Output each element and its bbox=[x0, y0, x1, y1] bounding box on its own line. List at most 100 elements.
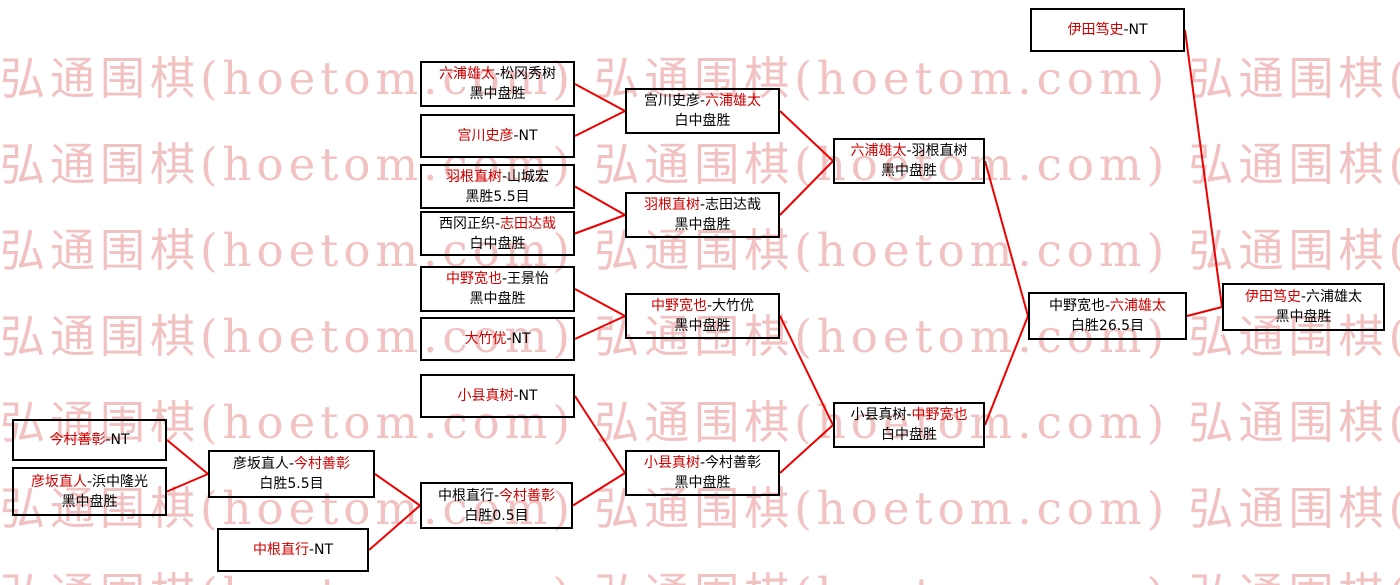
bracket-connector bbox=[574, 185, 626, 216]
match-result: 黑中盘胜 bbox=[675, 316, 731, 336]
bracket-connector bbox=[574, 395, 626, 474]
bracket-connector bbox=[984, 315, 1029, 426]
match-text: 西冈正织- bbox=[438, 215, 501, 232]
bracket-connector bbox=[574, 214, 626, 235]
bracket-connector bbox=[1186, 306, 1223, 317]
match-text: -今村善彰 bbox=[699, 455, 762, 471]
match-box-mutsuura_matsuoka: 六浦雄太-松冈秀树黑中盘胜 bbox=[420, 61, 575, 107]
match-result: 黑中盘胜 bbox=[1276, 307, 1332, 327]
winner-name: 小县真树 bbox=[643, 455, 700, 471]
match-box-otake_nt: 大竹优-NT bbox=[420, 317, 575, 361]
match-players: 伊田笃史-六浦雄太 bbox=[1245, 287, 1362, 307]
winner-name: 大竹优 bbox=[464, 331, 507, 347]
match-text: 黑中盘胜 bbox=[674, 318, 731, 334]
match-box-nakane_nt: 中根直行-NT bbox=[217, 528, 369, 572]
match-text: -王景怡 bbox=[501, 271, 550, 287]
match-box-nishioka_shida: 西冈正织-志田达哉白中盘胜 bbox=[420, 211, 575, 256]
bracket-connector bbox=[166, 439, 209, 475]
match-box-imamura_nt: 今村善彰-NT bbox=[12, 419, 167, 461]
match-box-nakano_mutsuura: 中野宽也-六浦雄太白胜26.5目 bbox=[1028, 292, 1187, 340]
match-text: -大竹优 bbox=[706, 298, 755, 314]
match-result: 白中盘胜 bbox=[470, 234, 526, 254]
bracket-connector bbox=[572, 472, 626, 507]
bracket-connector bbox=[1184, 29, 1223, 308]
winner-name: 羽根直树 bbox=[445, 168, 502, 185]
bracket-connector bbox=[166, 473, 209, 493]
winner-name: 今村善彰 bbox=[294, 456, 351, 472]
winner-name: 伊田笃史 bbox=[1244, 289, 1301, 305]
winner-name: 六浦雄太 bbox=[850, 143, 907, 159]
match-text: 宫川史彦- bbox=[643, 93, 706, 109]
match-text: -羽根直树 bbox=[906, 143, 968, 159]
match-players: 伊田笃史-NT bbox=[1067, 20, 1147, 40]
winner-name: 宫川史彦 bbox=[457, 128, 514, 144]
bracket-connector bbox=[779, 110, 834, 162]
match-text: -NT bbox=[513, 388, 538, 404]
bracket-connector bbox=[779, 160, 834, 216]
match-text: -松冈秀树 bbox=[494, 66, 557, 82]
match-text: -六浦雄太 bbox=[1300, 289, 1363, 305]
bracket-connector bbox=[574, 288, 626, 317]
match-text: -志田达哉 bbox=[699, 197, 762, 213]
match-result: 白中盘胜 bbox=[881, 425, 937, 445]
match-text: 中根直行- bbox=[437, 487, 500, 504]
match-text: 黑中盘胜 bbox=[674, 475, 731, 491]
match-box-nakano_wang: 中野宽也-王景怡黑中盘胜 bbox=[420, 266, 575, 312]
match-box-hikosaka_imamura: 彦坂直人-今村善彰白胜5.5目 bbox=[208, 450, 375, 498]
match-players: 大竹优-NT bbox=[464, 329, 530, 349]
match-box-nakane_imamura: 中根直行-今村善彰白胜0.5目 bbox=[420, 482, 573, 529]
match-result: 黑中盘胜 bbox=[470, 84, 526, 104]
match-result: 白中盘胜 bbox=[675, 111, 731, 131]
match-box-mutsuura_hane: 六浦雄太-羽根直树黑中盘胜 bbox=[833, 138, 985, 184]
match-result: 黑中盘胜 bbox=[675, 215, 731, 235]
winner-name: 羽根直树 bbox=[643, 197, 700, 213]
match-text: 黑中盘胜 bbox=[674, 217, 731, 233]
winner-name: 伊田笃史 bbox=[1067, 22, 1124, 38]
match-result: 黑胜5.5目 bbox=[465, 187, 529, 207]
match-text: 白胜5.5目 bbox=[259, 476, 324, 492]
match-players: 羽根直树-志田达哉 bbox=[644, 195, 761, 215]
match-players: 中野宽也-王景怡 bbox=[446, 269, 549, 289]
match-players: 宫川史彦-六浦雄太 bbox=[644, 91, 761, 111]
match-text: -NT bbox=[513, 128, 538, 144]
match-players: 中根直行-今村善彰 bbox=[438, 486, 555, 506]
match-box-hikosaka_hamanaka: 彦坂直人-浜中隆光黑中盘胜 bbox=[12, 467, 167, 516]
match-result: 黑中盘胜 bbox=[62, 492, 118, 512]
match-text: 黑中盘胜 bbox=[469, 291, 526, 307]
match-players: 六浦雄太-松冈秀树 bbox=[439, 64, 556, 84]
match-players: 小县真树-今村善彰 bbox=[644, 453, 761, 473]
winner-name: 今村善彰 bbox=[49, 432, 106, 448]
match-players: 羽根直树-山城宏 bbox=[446, 167, 549, 187]
match-text: -山城宏 bbox=[501, 168, 550, 185]
match-result: 白胜26.5目 bbox=[1071, 316, 1144, 336]
match-text: 白中盘胜 bbox=[469, 235, 526, 252]
match-text: 黑中盘胜 bbox=[881, 163, 937, 179]
match-players: 今村善彰-NT bbox=[49, 430, 129, 450]
match-text: 白中盘胜 bbox=[881, 427, 937, 443]
match-box-nakano_otake: 中野宽也-大竹优黑中盘胜 bbox=[625, 293, 780, 339]
match-text: 中野宽也- bbox=[1048, 298, 1111, 314]
match-text: 黑胜5.5目 bbox=[465, 188, 530, 205]
bracket-connector bbox=[368, 504, 421, 551]
match-text: 黑中盘胜 bbox=[61, 493, 118, 510]
match-text: 彦坂直人- bbox=[232, 456, 295, 472]
match-players: 小县真树-中野宽也 bbox=[850, 405, 967, 425]
match-players: 彦坂直人-浜中隆光 bbox=[31, 472, 148, 492]
match-text: 白胜26.5目 bbox=[1070, 318, 1145, 334]
match-players: 六浦雄太-羽根直树 bbox=[850, 141, 967, 161]
match-box-ida_nt: 伊田笃史-NT bbox=[1030, 8, 1185, 52]
match-players: 宫川史彦-NT bbox=[457, 126, 537, 146]
match-players: 小县真树-NT bbox=[457, 386, 537, 406]
winner-name: 中野宽也 bbox=[911, 407, 968, 423]
match-box-miyagawa_nt: 宫川史彦-NT bbox=[420, 114, 575, 158]
winner-name: 六浦雄太 bbox=[705, 93, 762, 109]
bracket-connector bbox=[574, 110, 626, 137]
winner-name: 六浦雄太 bbox=[1110, 298, 1167, 314]
match-text: 小县真树- bbox=[850, 407, 912, 423]
match-result: 白胜5.5目 bbox=[259, 474, 323, 494]
bracket-connector bbox=[779, 315, 834, 426]
match-text: -浜中隆光 bbox=[86, 473, 149, 490]
match-result: 黑中盘胜 bbox=[470, 289, 526, 309]
